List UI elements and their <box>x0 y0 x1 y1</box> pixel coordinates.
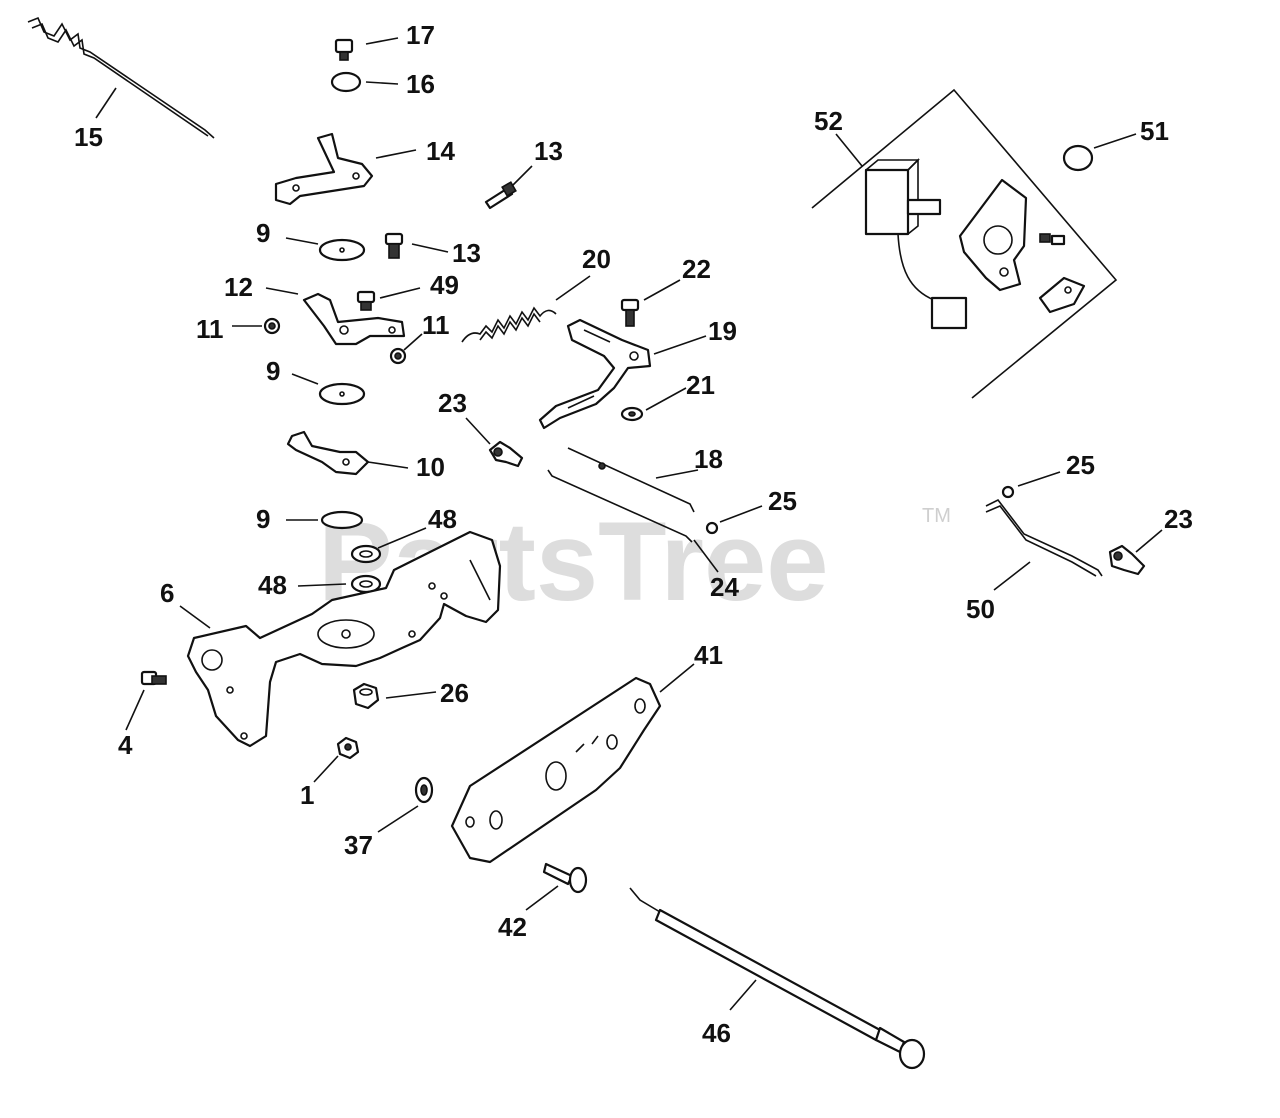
part-13-screw-upper[interactable] <box>484 181 517 210</box>
part-16-washer[interactable] <box>330 71 362 93</box>
part-52-solenoid-assembly[interactable] <box>811 88 1118 399</box>
callout-52[interactable]: 52 <box>814 106 843 136</box>
callout-11-left[interactable]: 11 <box>196 314 224 344</box>
callout-10[interactable]: 10 <box>416 452 445 482</box>
part-1-nut[interactable] <box>336 736 360 760</box>
callout-19[interactable]: 19 <box>708 316 737 346</box>
part-51-plug[interactable] <box>1062 144 1094 172</box>
part-11-nut-left[interactable] <box>263 317 281 335</box>
callout-labels: 17 16 15 14 13 9 13 12 49 11 11 9 10 9 4… <box>74 20 1193 1048</box>
callout-9-top[interactable]: 9 <box>256 218 270 248</box>
part-15-rod[interactable] <box>27 16 215 139</box>
part-25-nut-center[interactable] <box>705 521 719 535</box>
callout-23-left[interactable]: 23 <box>438 388 467 418</box>
part-49-screw[interactable] <box>356 290 376 311</box>
callout-20[interactable]: 20 <box>582 244 611 274</box>
callout-22[interactable]: 22 <box>682 254 711 284</box>
part-24-rod[interactable] <box>547 469 693 543</box>
part-41-control-plate[interactable] <box>450 676 662 864</box>
part-37-lock-washer[interactable] <box>414 776 434 804</box>
part-23-clip-right[interactable] <box>1108 544 1146 576</box>
callout-50[interactable]: 50 <box>966 594 995 624</box>
part-9-washer-bottom[interactable] <box>320 510 364 530</box>
callout-13-upper[interactable]: 13 <box>534 136 563 166</box>
part-20-spring[interactable] <box>461 306 557 343</box>
callout-12[interactable]: 12 <box>224 272 253 302</box>
part-6-control-bracket[interactable] <box>186 530 502 748</box>
part-50-link-rod[interactable] <box>985 498 1103 577</box>
part-19-throttle-lever[interactable] <box>538 318 652 430</box>
callout-9-bottom[interactable]: 9 <box>256 504 270 534</box>
callout-42[interactable]: 42 <box>498 912 527 942</box>
callout-11-right[interactable]: 11 <box>422 310 450 340</box>
callout-1[interactable]: 1 <box>300 780 314 810</box>
part-26-nut[interactable] <box>352 682 380 710</box>
callout-9-middle[interactable]: 9 <box>266 356 280 386</box>
callout-46[interactable]: 46 <box>702 1018 731 1048</box>
part-10-lever-plate[interactable] <box>286 430 370 476</box>
callout-26[interactable]: 26 <box>440 678 469 708</box>
part-11-nut-right[interactable] <box>389 347 407 365</box>
watermark-tm: TM <box>922 505 951 527</box>
part-18-rod[interactable] <box>567 447 695 513</box>
part-23-clip-left[interactable] <box>488 440 524 468</box>
callout-21[interactable]: 21 <box>686 370 715 400</box>
callout-13-lower[interactable]: 13 <box>452 238 481 268</box>
part-42-screw[interactable] <box>542 862 588 894</box>
callout-6[interactable]: 6 <box>160 578 174 608</box>
part-21-retainer[interactable] <box>620 406 644 422</box>
callout-14[interactable]: 14 <box>426 136 455 166</box>
callout-4[interactable]: 4 <box>118 730 133 760</box>
callout-24[interactable]: 24 <box>710 572 739 602</box>
callout-49[interactable]: 49 <box>430 270 459 300</box>
part-13-screw-lower[interactable] <box>384 232 404 259</box>
part-9-washer-top[interactable] <box>318 238 366 262</box>
part-12-lever[interactable] <box>302 292 406 346</box>
callout-41[interactable]: 41 <box>694 640 723 670</box>
part-17-screw[interactable] <box>334 38 354 61</box>
callout-51[interactable]: 51 <box>1140 116 1169 146</box>
part-48-bushing-upper[interactable] <box>350 544 382 564</box>
part-4-screw[interactable] <box>140 670 167 686</box>
callout-37[interactable]: 37 <box>344 830 373 860</box>
callout-25-center[interactable]: 25 <box>768 486 797 516</box>
part-22-screw[interactable] <box>620 298 640 327</box>
callout-48-upper[interactable]: 48 <box>428 504 457 534</box>
leader-lines <box>95 37 1163 1011</box>
callout-16[interactable]: 16 <box>406 69 435 99</box>
part-46-cable[interactable] <box>629 887 926 1070</box>
callout-15[interactable]: 15 <box>74 122 103 152</box>
callout-23-right[interactable]: 23 <box>1164 504 1193 534</box>
callout-18[interactable]: 18 <box>694 444 723 474</box>
callout-25-right[interactable]: 25 <box>1066 450 1095 480</box>
part-14-bracket[interactable] <box>274 132 374 206</box>
part-25-nut-right[interactable] <box>1001 485 1015 499</box>
callout-17[interactable]: 17 <box>406 20 435 50</box>
part-9-washer-middle[interactable] <box>318 382 366 406</box>
callout-48-lower[interactable]: 48 <box>258 570 287 600</box>
